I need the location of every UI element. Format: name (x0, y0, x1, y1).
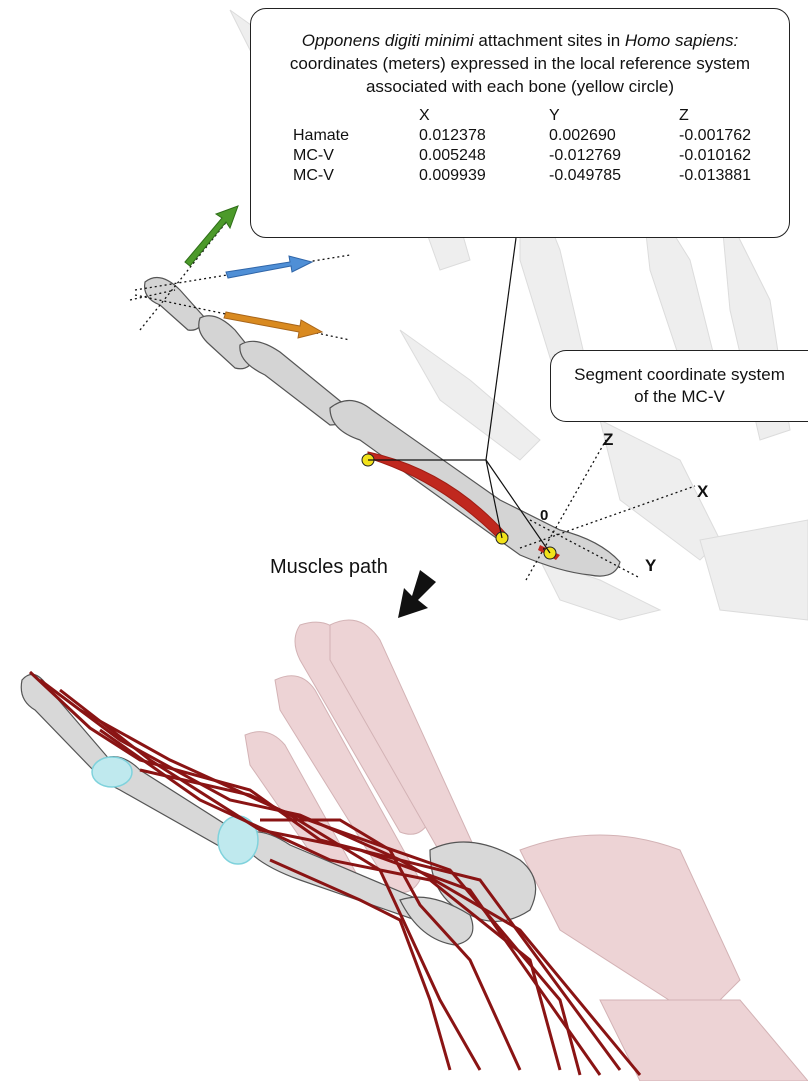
table-cell-bone: MC-V (293, 166, 419, 186)
info-title-species: Homo sapiens: (625, 31, 738, 50)
muscles-path-label: Muscles path (270, 556, 388, 579)
info-title-mid: attachment sites in (474, 31, 625, 50)
info-title: Opponens digiti minimi attachment sites … (265, 29, 775, 98)
attachment-info-box: Opponens digiti minimi attachment sites … (250, 8, 790, 238)
table-row: MC-V 0.009939 -0.049785 -0.013881 (293, 166, 751, 186)
table-cell-y: -0.012769 (549, 146, 679, 166)
table-header-z: Z (679, 106, 751, 126)
segment-coordinate-text: Segment coordinate system of the MC-V (574, 364, 785, 408)
table-cell-z: -0.013881 (679, 166, 751, 186)
table-row: MC-V 0.005248 -0.012769 -0.010162 (293, 146, 751, 166)
table-header-bone (293, 106, 419, 126)
table-cell-z: -0.001762 (679, 126, 751, 146)
segment-text-line1: Segment coordinate system (574, 365, 785, 384)
table-header-x: X (419, 106, 549, 126)
table-cell-x: 0.005248 (419, 146, 549, 166)
table-cell-bone: Hamate (293, 126, 419, 146)
table-cell-bone: MC-V (293, 146, 419, 166)
axis-label-z: Z (603, 430, 613, 450)
axis-label-x: X (697, 482, 708, 502)
attachment-table: X Y Z Hamate 0.012378 0.002690 -0.001762… (293, 106, 751, 186)
wrap-surface-1 (92, 757, 132, 787)
segment-text-line2: of the MC-V (634, 387, 725, 406)
table-cell-x: 0.012378 (419, 126, 549, 146)
axis-label-y: Y (645, 556, 656, 576)
pink-ghost-bones (245, 620, 808, 1081)
segment-coordinate-box: Segment coordinate system of the MC-V (550, 350, 808, 422)
table-cell-y: -0.049785 (549, 166, 679, 186)
info-title-line2: coordinates (meters) expressed in the lo… (290, 54, 750, 73)
table-header-row: X Y Z (293, 106, 751, 126)
table-row: Hamate 0.012378 0.002690 -0.001762 (293, 126, 751, 146)
table-cell-y: 0.002690 (549, 126, 679, 146)
table-cell-x: 0.009939 (419, 166, 549, 186)
axis-label-origin: 0 (540, 507, 548, 524)
table-cell-z: -0.010162 (679, 146, 751, 166)
info-title-line3: associated with each bone (yellow circle… (366, 77, 674, 96)
table-header-y: Y (549, 106, 679, 126)
info-title-species-muscle: Opponens digiti minimi (302, 31, 474, 50)
